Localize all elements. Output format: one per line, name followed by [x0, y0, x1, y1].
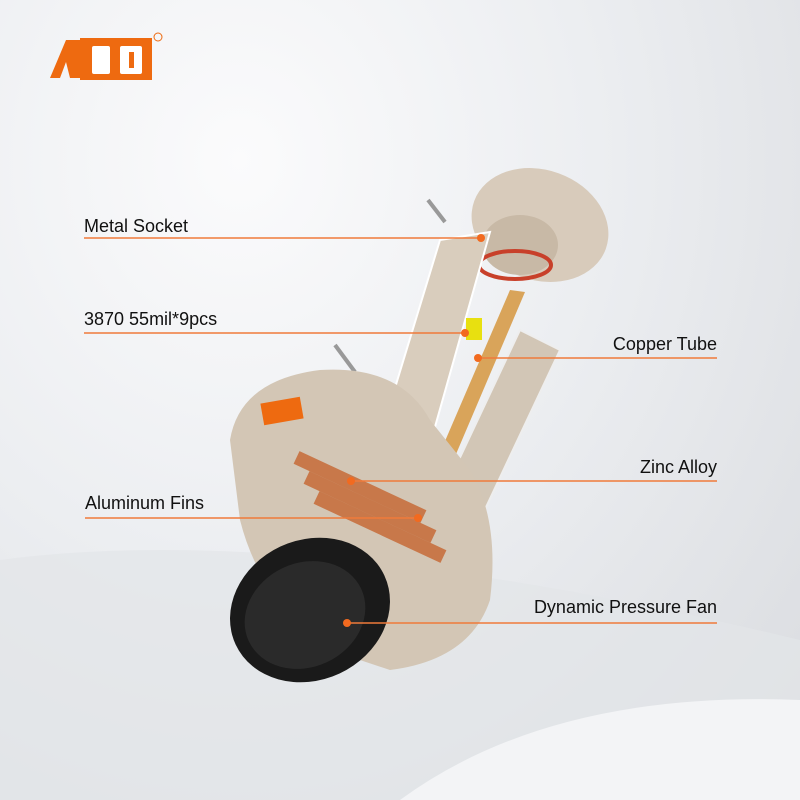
callout-led-chips: 3870 55mil*9pcs: [84, 309, 218, 329]
brand-logo: [50, 32, 163, 80]
callout-dynamic-pressure-fan: Dynamic Pressure Fan: [533, 597, 717, 617]
callout-copper-tube: Copper Tube: [612, 334, 717, 354]
callout-metal-socket: Metal Socket: [84, 216, 189, 236]
leader-lines: [84, 237, 717, 624]
callout-zinc-alloy: Zinc Alloy: [639, 457, 717, 477]
callout-aluminum-fins: Aluminum Fins: [85, 493, 205, 513]
